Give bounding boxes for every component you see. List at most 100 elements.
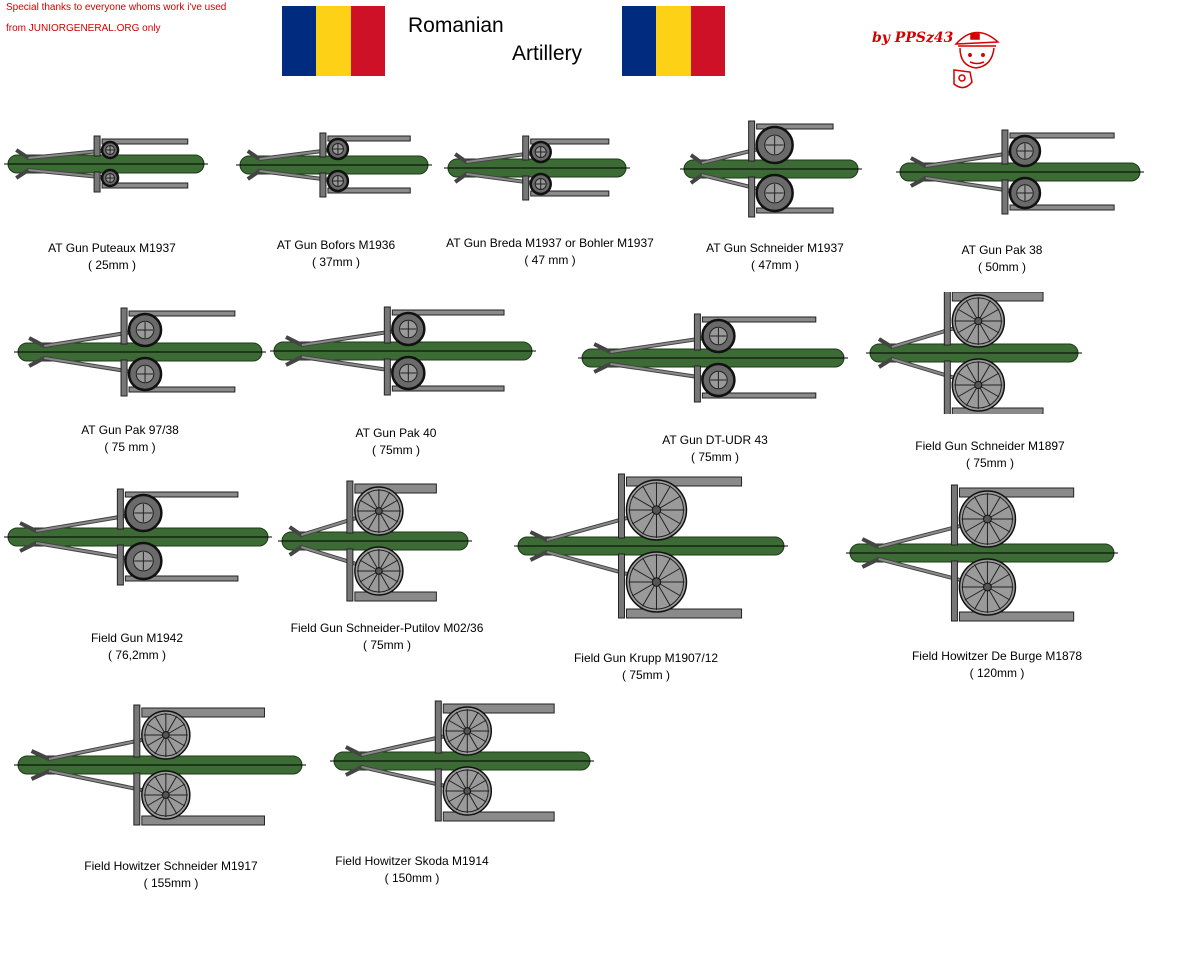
gun-name: Field Gun Krupp M1907/12 — [573, 651, 719, 665]
wheel-icon — [625, 551, 688, 613]
gun-caption: AT Gun Pak 38( 50mm ) — [962, 242, 1043, 276]
gun-shield-upper — [693, 313, 701, 351]
gun-caption: AT Gun Schneider M1937( 47mm ) — [706, 240, 844, 274]
barrel-upper — [141, 707, 265, 718]
gun-caliber: ( 120mm ) — [969, 666, 1025, 680]
wheel-icon — [755, 173, 794, 213]
gun-shield-lower — [383, 358, 391, 396]
artillery-piece-drawing — [14, 307, 266, 397]
gun-caption: Field Gun Krupp M1907/12 ( 75mm ) — [574, 650, 718, 684]
wheel-icon — [1008, 134, 1042, 168]
wheel-icon — [529, 140, 552, 164]
gun-caption: AT Gun Pak 97/38( 75 mm ) — [81, 422, 179, 456]
artillery-piece-drawing — [330, 700, 594, 822]
gun-name: AT Gun Puteaux M1937 — [48, 241, 176, 255]
wheel-icon — [326, 137, 350, 161]
wheel-icon — [127, 312, 163, 348]
wheel-icon — [755, 125, 794, 165]
barrel-lower — [958, 611, 1075, 622]
wheel-icon — [100, 140, 120, 160]
gun-shield-lower — [617, 553, 625, 619]
flag-stripe-yellow — [316, 6, 351, 76]
barrel-lower — [124, 575, 239, 582]
flag-stripe-red — [690, 6, 725, 76]
gun-shield-upper — [319, 132, 327, 158]
wheel-icon — [625, 479, 688, 541]
barrel-upper — [701, 316, 817, 323]
flag-stripe-blue — [282, 6, 317, 76]
barrel-upper — [756, 123, 834, 130]
gun-caliber: ( 75mm ) — [622, 668, 670, 682]
gun-shield-upper — [1001, 129, 1009, 165]
wheel-icon — [141, 770, 191, 820]
gun-shield-upper — [133, 704, 141, 758]
gun-name: Field Gun Schneider M1897 — [915, 439, 1065, 453]
author-avatar-icon — [953, 31, 1000, 89]
gun-name: Field Howitzer Skoda M1914 — [335, 854, 489, 868]
gun-shield-lower — [522, 175, 530, 201]
wheel-icon — [354, 546, 404, 596]
wheel-icon — [124, 541, 163, 581]
gun-caliber: ( 75 mm ) — [104, 440, 156, 454]
gun-shield-upper — [950, 484, 958, 546]
wheel-icon — [701, 362, 736, 398]
gun-caliber: ( 50mm ) — [978, 260, 1026, 274]
barrel-lower — [756, 207, 834, 214]
barrel-upper — [124, 491, 239, 498]
flag-stripe-yellow — [656, 6, 691, 76]
gun-shield-upper — [116, 488, 124, 530]
wheel-icon — [1008, 176, 1042, 210]
gun-shield-lower — [133, 772, 141, 826]
gun-shield-lower — [693, 365, 701, 403]
page-title-line-2: Artillery — [512, 42, 583, 65]
gun-caliber: ( 75mm ) — [372, 443, 420, 457]
gun-shield-lower — [943, 360, 951, 414]
artillery-piece-drawing — [896, 129, 1144, 215]
gun-shield-lower — [950, 560, 958, 622]
wheel-icon — [701, 318, 736, 354]
barrel-upper — [442, 703, 555, 714]
credit-line-2: from JUNIORGENERAL.ORG only — [6, 23, 161, 34]
gun-shield-lower — [346, 548, 354, 602]
gun-name: Field Gun Schneider-Putilov M02/36 — [290, 621, 484, 635]
artillery-piece-drawing — [846, 484, 1118, 622]
wheel-icon — [958, 490, 1017, 548]
gun-shield-lower — [1001, 179, 1009, 215]
gun-shield-upper — [434, 700, 442, 754]
barrel-lower — [354, 591, 437, 602]
romanian-flag-right — [622, 6, 725, 76]
barrel-lower — [530, 190, 610, 197]
gun-caliber: ( 75mm ) — [965, 456, 1014, 470]
wheel-icon — [529, 172, 552, 196]
wheel-icon — [127, 356, 163, 392]
gun-caption: AT Gun Bofors M1936( 37mm ) — [277, 237, 395, 271]
gun-caption: Field Gun Schneider-Putilov M02/36 ( 75mm… — [291, 620, 484, 654]
flag-stripe-red — [350, 6, 385, 76]
gun-caliber: ( 25mm ) — [87, 258, 136, 272]
gun-caliber: ( 47 mm ) — [524, 253, 576, 267]
wheel-icon — [442, 766, 493, 816]
wheel-icon — [951, 358, 1006, 412]
gun-name: AT Gun Pak 40 — [355, 426, 437, 440]
gun-caliber: ( 75mm ) — [363, 638, 411, 652]
gun-caliber: ( 155mm ) — [143, 876, 199, 890]
barrel-upper — [951, 292, 1044, 302]
gun-shield-lower — [120, 359, 128, 397]
gun-caliber: ( 75mm ) — [691, 450, 739, 464]
gun-caption: Field Howitzer De Burge M1878( 120mm ) — [912, 648, 1082, 682]
wheel-icon — [100, 168, 120, 188]
wheel-icon — [124, 493, 163, 533]
wheel-icon — [442, 706, 493, 756]
wheel-icon — [391, 311, 426, 347]
barrel-upper — [101, 138, 189, 145]
barrel-lower — [141, 815, 265, 826]
gun-name: AT Gun Breda M1937 or Bohler M1937 — [446, 236, 654, 250]
gun-name: Field Gun M1942 — [90, 631, 184, 645]
barrel-lower — [625, 608, 743, 619]
barrel-lower — [128, 386, 236, 393]
artillery-piece-drawing — [680, 120, 862, 218]
wheel-icon — [354, 486, 404, 536]
barrel-lower — [951, 407, 1044, 414]
artillery-piece-drawing — [14, 704, 306, 826]
barrel-lower — [1009, 204, 1115, 211]
